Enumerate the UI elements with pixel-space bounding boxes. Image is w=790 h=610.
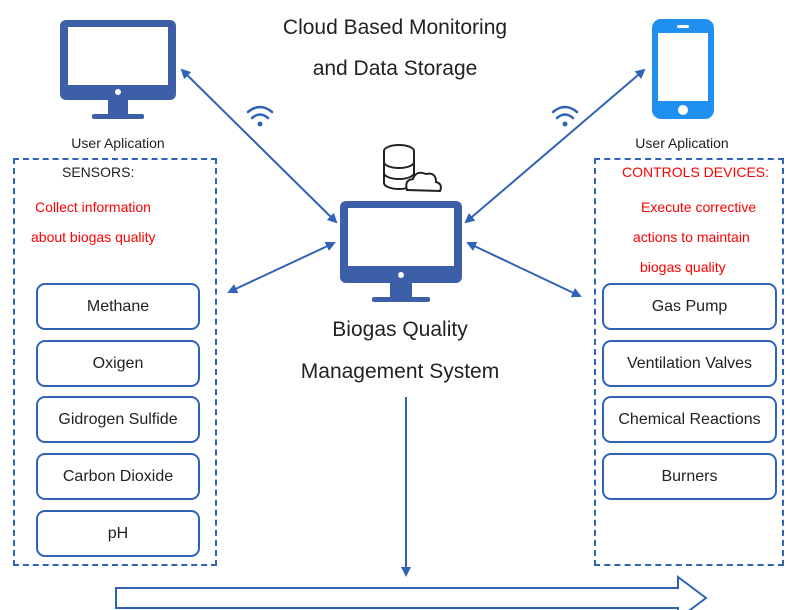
right-smartphone-icon	[652, 19, 714, 119]
sensor-item-methane: Methane	[36, 283, 200, 330]
database-cloud-icon	[383, 144, 442, 193]
controls-description-line-1: Execute corrective	[641, 199, 757, 215]
sensor-item-gidrogen-sulfide: Gidrogen Sulfide	[36, 396, 200, 443]
controls-panel	[594, 158, 784, 566]
sensors-heading: SENSORS:	[62, 164, 135, 180]
diagram-title-line-1: Cloud Based Monitoring	[282, 16, 508, 39]
sensor-item-oxigen: Oxigen	[36, 340, 200, 387]
sensors-description-line-2: about biogas quality	[31, 229, 156, 245]
arrow-sensors-to-system	[227, 241, 336, 294]
control-item-chemical-reactions: Chemical Reactions	[602, 396, 777, 443]
control-item-gas-pump: Gas Pump	[602, 283, 777, 330]
center-desktop-monitor-icon	[340, 201, 462, 302]
sensor-item-carbon-dioxide: Carbon Dioxide	[36, 453, 200, 500]
right-wifi-icon	[551, 105, 579, 127]
system-title-line-1: Biogas Quality	[332, 318, 468, 341]
controls-heading: CONTROLS DEVICES:	[622, 164, 770, 180]
bottom-outline-arrow	[115, 575, 708, 610]
control-item-burners: Burners	[602, 453, 777, 500]
arrow-system-to-controls	[466, 241, 582, 298]
right-user-application-caption: User Aplication	[635, 135, 729, 151]
system-title-line-2: Management System	[300, 360, 500, 383]
sensor-item-ph: pH	[36, 510, 200, 557]
sensors-description-line-1: Collect information	[35, 199, 151, 215]
left-desktop-monitor-icon	[60, 20, 176, 119]
control-item-ventilation-valves: Ventilation Valves	[602, 340, 777, 387]
left-user-application-caption: User Aplication	[71, 135, 165, 151]
diagram-title-line-2: and Data Storage	[312, 57, 478, 80]
controls-description-line-3: biogas quality	[640, 259, 726, 275]
sensors-panel	[13, 158, 217, 566]
controls-description-line-2: actions to maintain	[633, 229, 750, 245]
left-wifi-icon	[246, 105, 274, 127]
